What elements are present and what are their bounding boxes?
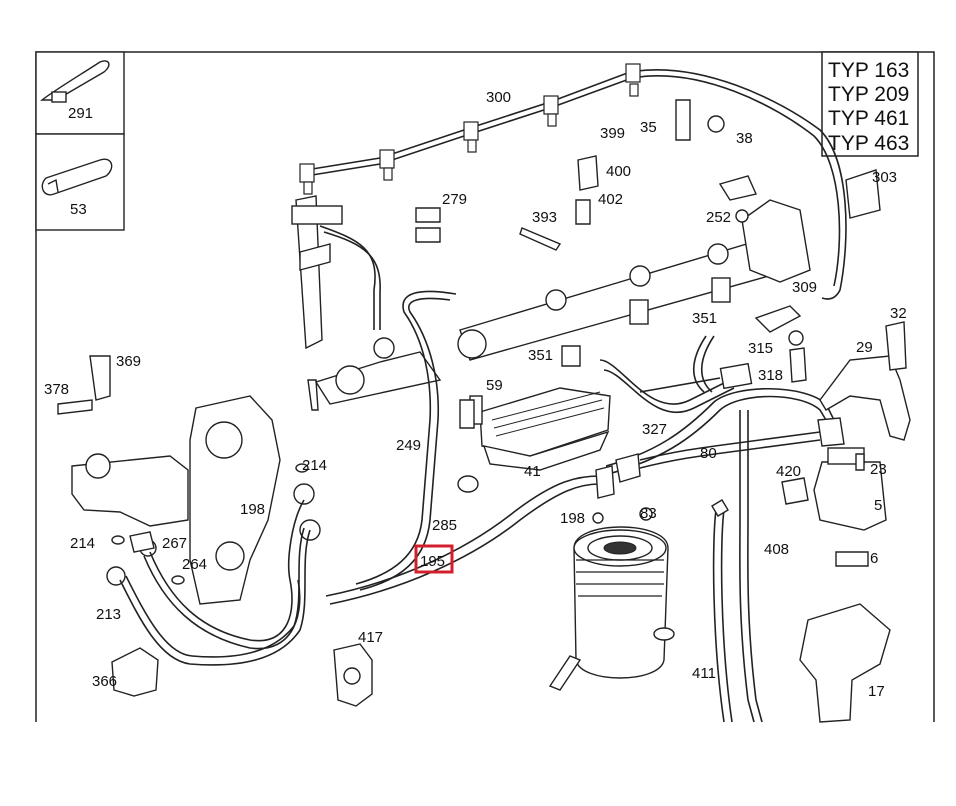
part-label: 351	[692, 310, 717, 327]
part-label: 41	[524, 463, 541, 480]
part-label: 285	[432, 517, 457, 534]
part-label: 279	[442, 191, 467, 208]
part-label: 411	[692, 665, 716, 682]
clamp-417	[333, 643, 373, 707]
part-label: 378	[44, 381, 69, 398]
part-label: 351	[528, 347, 553, 364]
part-label: 6	[870, 550, 878, 567]
type-label: TYP 209	[828, 83, 909, 106]
highlight-box	[414, 544, 454, 574]
fuel-cooler	[469, 387, 611, 471]
part-label: 327	[642, 421, 667, 438]
part-label: 29	[856, 339, 873, 356]
part-label: 267	[162, 535, 187, 552]
legend-label-53: 53	[70, 201, 87, 218]
injector	[291, 195, 343, 411]
diagram-frame	[35, 51, 935, 722]
part-label: 23	[870, 461, 887, 478]
part-label: 300	[486, 89, 511, 106]
foam-sleeve-icon	[41, 158, 113, 196]
part-label: 213	[96, 606, 121, 623]
part-label: 59	[486, 377, 503, 394]
part-label: 35	[640, 119, 657, 136]
part-label: 214	[70, 535, 95, 552]
part-label: 32	[890, 305, 907, 322]
part-label: 264	[182, 556, 207, 573]
part-label: 198	[240, 501, 265, 518]
pressure-connector	[314, 337, 442, 405]
part-label: 408	[764, 541, 789, 558]
part-label: 5	[874, 497, 882, 514]
part-label: 80	[700, 445, 717, 462]
clip-366	[111, 647, 159, 697]
legend-panel: 291 53	[35, 51, 125, 231]
cable-tie-icon	[39, 60, 110, 103]
type-label: TYP 461	[828, 107, 909, 130]
leak-off-line	[299, 63, 847, 300]
part-label: 318	[758, 367, 783, 384]
fuel-filter	[548, 526, 675, 691]
part-label: 399	[600, 125, 625, 142]
part-label: 17	[868, 683, 885, 700]
thermostat-housing	[813, 447, 887, 567]
part-label: 366	[92, 673, 117, 690]
part-label: 315	[748, 340, 773, 357]
small-fittings	[57, 99, 907, 585]
high-pressure-pump	[71, 395, 321, 605]
part-label: 38	[736, 130, 753, 147]
part-label: 252	[706, 209, 731, 226]
part-label: 83	[640, 505, 657, 522]
part-label: 400	[606, 163, 631, 180]
legend-label-291: 291	[68, 105, 93, 122]
type-label: TYP 163	[828, 59, 909, 82]
part-label: 402	[598, 191, 623, 208]
part-label: 420	[776, 463, 801, 480]
part-label: 417	[358, 629, 383, 646]
part-label: 393	[532, 209, 557, 226]
part-label: 249	[396, 437, 421, 454]
part-label: 214	[302, 457, 327, 474]
part-label: 369	[116, 353, 141, 370]
type-box: TYP 163 TYP 209 TYP 461 TYP 463	[821, 51, 919, 157]
part-label: 198	[560, 510, 585, 527]
type-label: TYP 463	[828, 132, 909, 155]
bracket-29	[819, 355, 911, 441]
part-labels: 300 399 35 38 400 402 279 393 252 303 30…	[44, 89, 907, 700]
part-label: 309	[792, 279, 817, 296]
highlighted-part-label: 195	[420, 553, 445, 570]
part-label: 303	[872, 169, 897, 186]
common-rail	[457, 199, 811, 361]
coolant-flange-17	[799, 603, 891, 723]
